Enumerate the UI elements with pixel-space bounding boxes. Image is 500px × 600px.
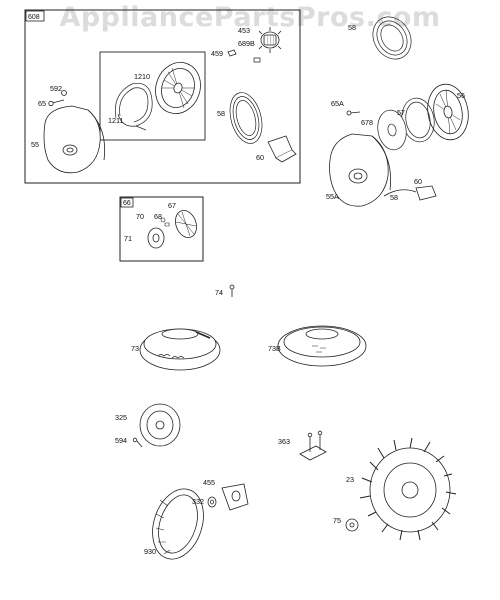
callout-58-bottom: 58 [390,193,398,202]
callout-71: 71 [124,234,132,243]
callout-55a: 55A [326,192,339,201]
pawl-plate-71 [148,228,164,248]
inner-box-pulley [99,51,206,141]
handle-60-right [384,186,436,200]
callout-75: 75 [333,516,341,525]
callout-65: 65 [38,99,46,108]
washer-332 [208,497,216,507]
starter-housing-55 [44,106,105,173]
rewind-spring-58-top [225,89,267,147]
callout-58-right: 58 [348,23,356,32]
rope-1211 [115,83,152,130]
screw-65 [49,100,64,106]
callout-58-top: 58 [217,109,225,118]
callout-459: 459 [211,49,223,58]
kit-label-608: 608 [28,14,40,21]
kit-label-66: 66 [123,200,131,207]
screw-594 [133,438,142,447]
rotating-screen-73 [140,329,220,370]
kit-box-66 [119,196,204,262]
callout-56: 56 [457,91,465,100]
kit-tag-608 [25,10,45,22]
callout-594: 594 [115,436,127,445]
watermark-text: AppliancePartsPros.com [59,2,441,33]
ratchet-453 [259,27,281,53]
screw-65a [347,111,360,115]
spring-top-right [365,10,418,66]
callout-455: 455 [203,478,215,487]
handle-60-top [268,136,296,162]
callout-68: 68 [154,212,162,221]
pulley-1210 [148,56,207,120]
flywheel-23 [360,438,456,540]
kit-tag-66 [120,197,134,208]
washer-678 [375,108,410,152]
rotating-screen-73b [278,326,366,366]
callout-60-top: 60 [256,153,264,162]
callout-453: 453 [238,26,250,35]
nut-455 [222,484,248,510]
callout-65a: 65A [331,99,344,108]
callout-678: 678 [361,118,373,127]
callout-23: 23 [346,475,354,484]
callout-1210: 1210 [134,72,150,81]
callout-592: 592 [50,84,62,93]
screws-363 [300,431,326,460]
kit-box-608 [24,9,301,184]
pawl-68 [165,223,169,226]
washer-75 [346,519,358,531]
callout-60-right: 60 [414,177,422,186]
callout-55: 55 [31,140,39,149]
callout-1211: 1211 [108,116,123,125]
spring-689b [254,58,260,62]
pulley-56 [423,81,472,143]
screw-459 [228,50,236,56]
bolt-592 [62,91,67,96]
starter-cup-325 [140,404,180,446]
starter-housing-55a [330,134,391,206]
spring-70 [161,218,165,222]
callout-67: 67 [168,201,176,210]
ratchet-67 [172,207,200,240]
callout-57: 57 [397,108,405,117]
callout-73: 73 [131,344,139,353]
callout-930: 930 [144,547,156,556]
callout-363: 363 [278,437,290,446]
callout-70: 70 [136,212,144,221]
callout-325: 325 [115,413,127,422]
fan-hub-930 [144,482,212,565]
callout-74: 74 [215,288,223,297]
callout-73b: 73B [268,344,281,353]
callout-689b: 689B [238,39,255,48]
bolt-74 [230,285,234,297]
callout-332: 332 [192,497,204,506]
